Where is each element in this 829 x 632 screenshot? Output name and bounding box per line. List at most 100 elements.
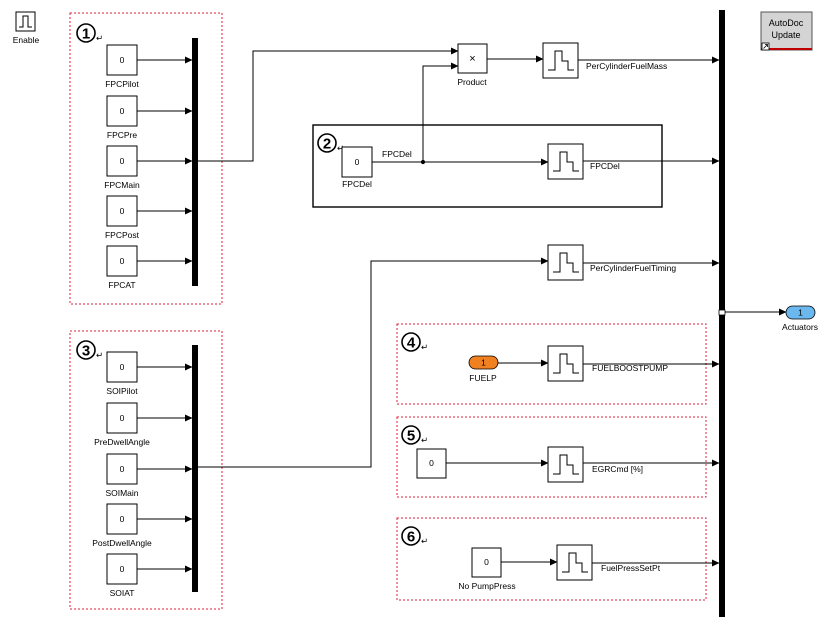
svg-text:0: 0 (120, 413, 125, 423)
zoh-staircase-icon (553, 454, 579, 475)
autodoc-line1: AutoDoc (769, 18, 804, 28)
svg-text:↵: ↵ (421, 342, 428, 352)
zoh-staircase-icon (553, 252, 579, 273)
svg-text:0: 0 (355, 157, 360, 167)
enable-label: Enable (13, 35, 40, 45)
constant-label: FPCPilot (105, 79, 139, 89)
svg-text:↵: ↵ (96, 33, 103, 43)
svg-text:↵: ↵ (421, 536, 428, 546)
group5-frame (396, 416, 707, 498)
egr-constant[interactable]: 0 (416, 448, 447, 479)
zoh-fuel-timing-block[interactable] (547, 244, 584, 281)
svg-text:0: 0 (429, 458, 434, 468)
constant-label: FPCMain (104, 180, 140, 190)
zoh-staircase-icon (548, 50, 574, 71)
svg-text:0: 0 (120, 106, 125, 116)
svg-text:↵: ↵ (96, 350, 103, 360)
svg-text:0: 0 (120, 256, 125, 266)
fuelp-label: FUELP (469, 373, 497, 383)
svg-text:3: 3 (82, 343, 90, 360)
zoh-staircase-icon (562, 552, 588, 573)
fuelboostpump-label: FUELBOOSTPUMP (592, 363, 668, 373)
svg-text:0: 0 (120, 206, 125, 216)
svg-text:2: 2 (323, 136, 331, 153)
svg-text:0: 0 (120, 464, 125, 474)
multiply-icon: × (469, 53, 475, 65)
zoh-fuelpresssetpt-block[interactable] (556, 544, 593, 581)
constant-label: SOIPilot (106, 386, 138, 396)
zoh-staircase-icon (553, 353, 579, 374)
product-block[interactable]: × Product (457, 43, 488, 87)
svg-text:1: 1 (82, 26, 90, 43)
group5-badge: 5 ↵ (401, 425, 428, 445)
group6-badge: 6 ↵ (401, 526, 428, 546)
svg-text:5: 5 (407, 428, 415, 445)
zoh-fuel-mass-block[interactable] (542, 42, 579, 79)
actuators-label: Actuators (782, 322, 818, 332)
zoh-fuelboostpump-block[interactable] (547, 345, 584, 382)
svg-text:0: 0 (484, 557, 489, 567)
constant-label: PostDwellAngle (92, 538, 152, 548)
constant-label: FPCPost (105, 230, 140, 240)
svg-text:0: 0 (120, 55, 125, 65)
group1-badge: 1 ↵ (76, 23, 103, 43)
group4-badge: 4 ↵ (401, 332, 428, 352)
svg-text:1: 1 (481, 358, 486, 368)
group2-badge: 2 ↵ (317, 133, 344, 153)
svg-text:↵: ↵ (337, 143, 344, 153)
bus-output-port (718, 309, 726, 316)
group3-mux-bar[interactable] (192, 345, 198, 592)
no-pumppress-constant[interactable]: 0 No PumpPress (458, 547, 516, 591)
constant-label: SOIAT (110, 588, 135, 598)
egrcmd-label: EGRCmd [%] (592, 464, 643, 474)
wire-mux1-to-product[interactable] (198, 47, 459, 162)
constant-label: SOIMain (105, 488, 138, 498)
group1-frame (69, 12, 223, 305)
actuators-outport[interactable]: 1 Actuators (782, 305, 818, 332)
svg-text:↵: ↵ (421, 435, 428, 445)
svg-text:4: 4 (407, 335, 416, 352)
wire-mux3-to-zoh[interactable] (198, 257, 549, 468)
group3-badge: 3 ↵ (76, 340, 103, 360)
fpcdel-constant[interactable]: 0 FPCDel (341, 146, 373, 189)
constant-label: FPCPre (107, 130, 138, 140)
svg-text:6: 6 (407, 529, 415, 546)
branch-point (420, 159, 426, 165)
group1-mux-bar[interactable] (192, 38, 198, 286)
fpcdel-output-label: FPCDel (590, 161, 620, 171)
no-pumppress-label: No PumpPress (458, 581, 515, 591)
fuel-timing-label: PerCylinderFuelTiming (590, 263, 676, 273)
group2-frame (312, 124, 663, 208)
zoh-egrcmd-block[interactable] (547, 446, 584, 483)
group6-frame (396, 517, 707, 601)
zoh-staircase-icon (553, 151, 579, 172)
product-label: Product (457, 77, 487, 87)
fuel-mass-label: PerCylinderFuelMass (586, 61, 667, 71)
zoh-fpcdel-block[interactable] (547, 143, 584, 180)
fuelpresssetpt-label: FuelPressSetPt (601, 563, 661, 573)
constant-label: PreDwellAngle (94, 437, 150, 447)
group3-frame (69, 330, 223, 610)
svg-text:1: 1 (798, 308, 803, 318)
svg-text:0: 0 (120, 156, 125, 166)
wire-fpcdel-to-product[interactable] (422, 62, 459, 162)
constant-label: FPCAT (108, 280, 135, 290)
enable-block[interactable]: Enable (13, 11, 40, 45)
fuelp-inport[interactable]: 1 FUELP (468, 355, 499, 383)
autodoc-line2: Update (771, 30, 800, 40)
fpcdel-constant-label: FPCDel (342, 179, 372, 189)
svg-text:0: 0 (120, 514, 125, 524)
autodoc-update-button[interactable]: AutoDoc Update (760, 11, 813, 51)
svg-text:0: 0 (120, 362, 125, 372)
